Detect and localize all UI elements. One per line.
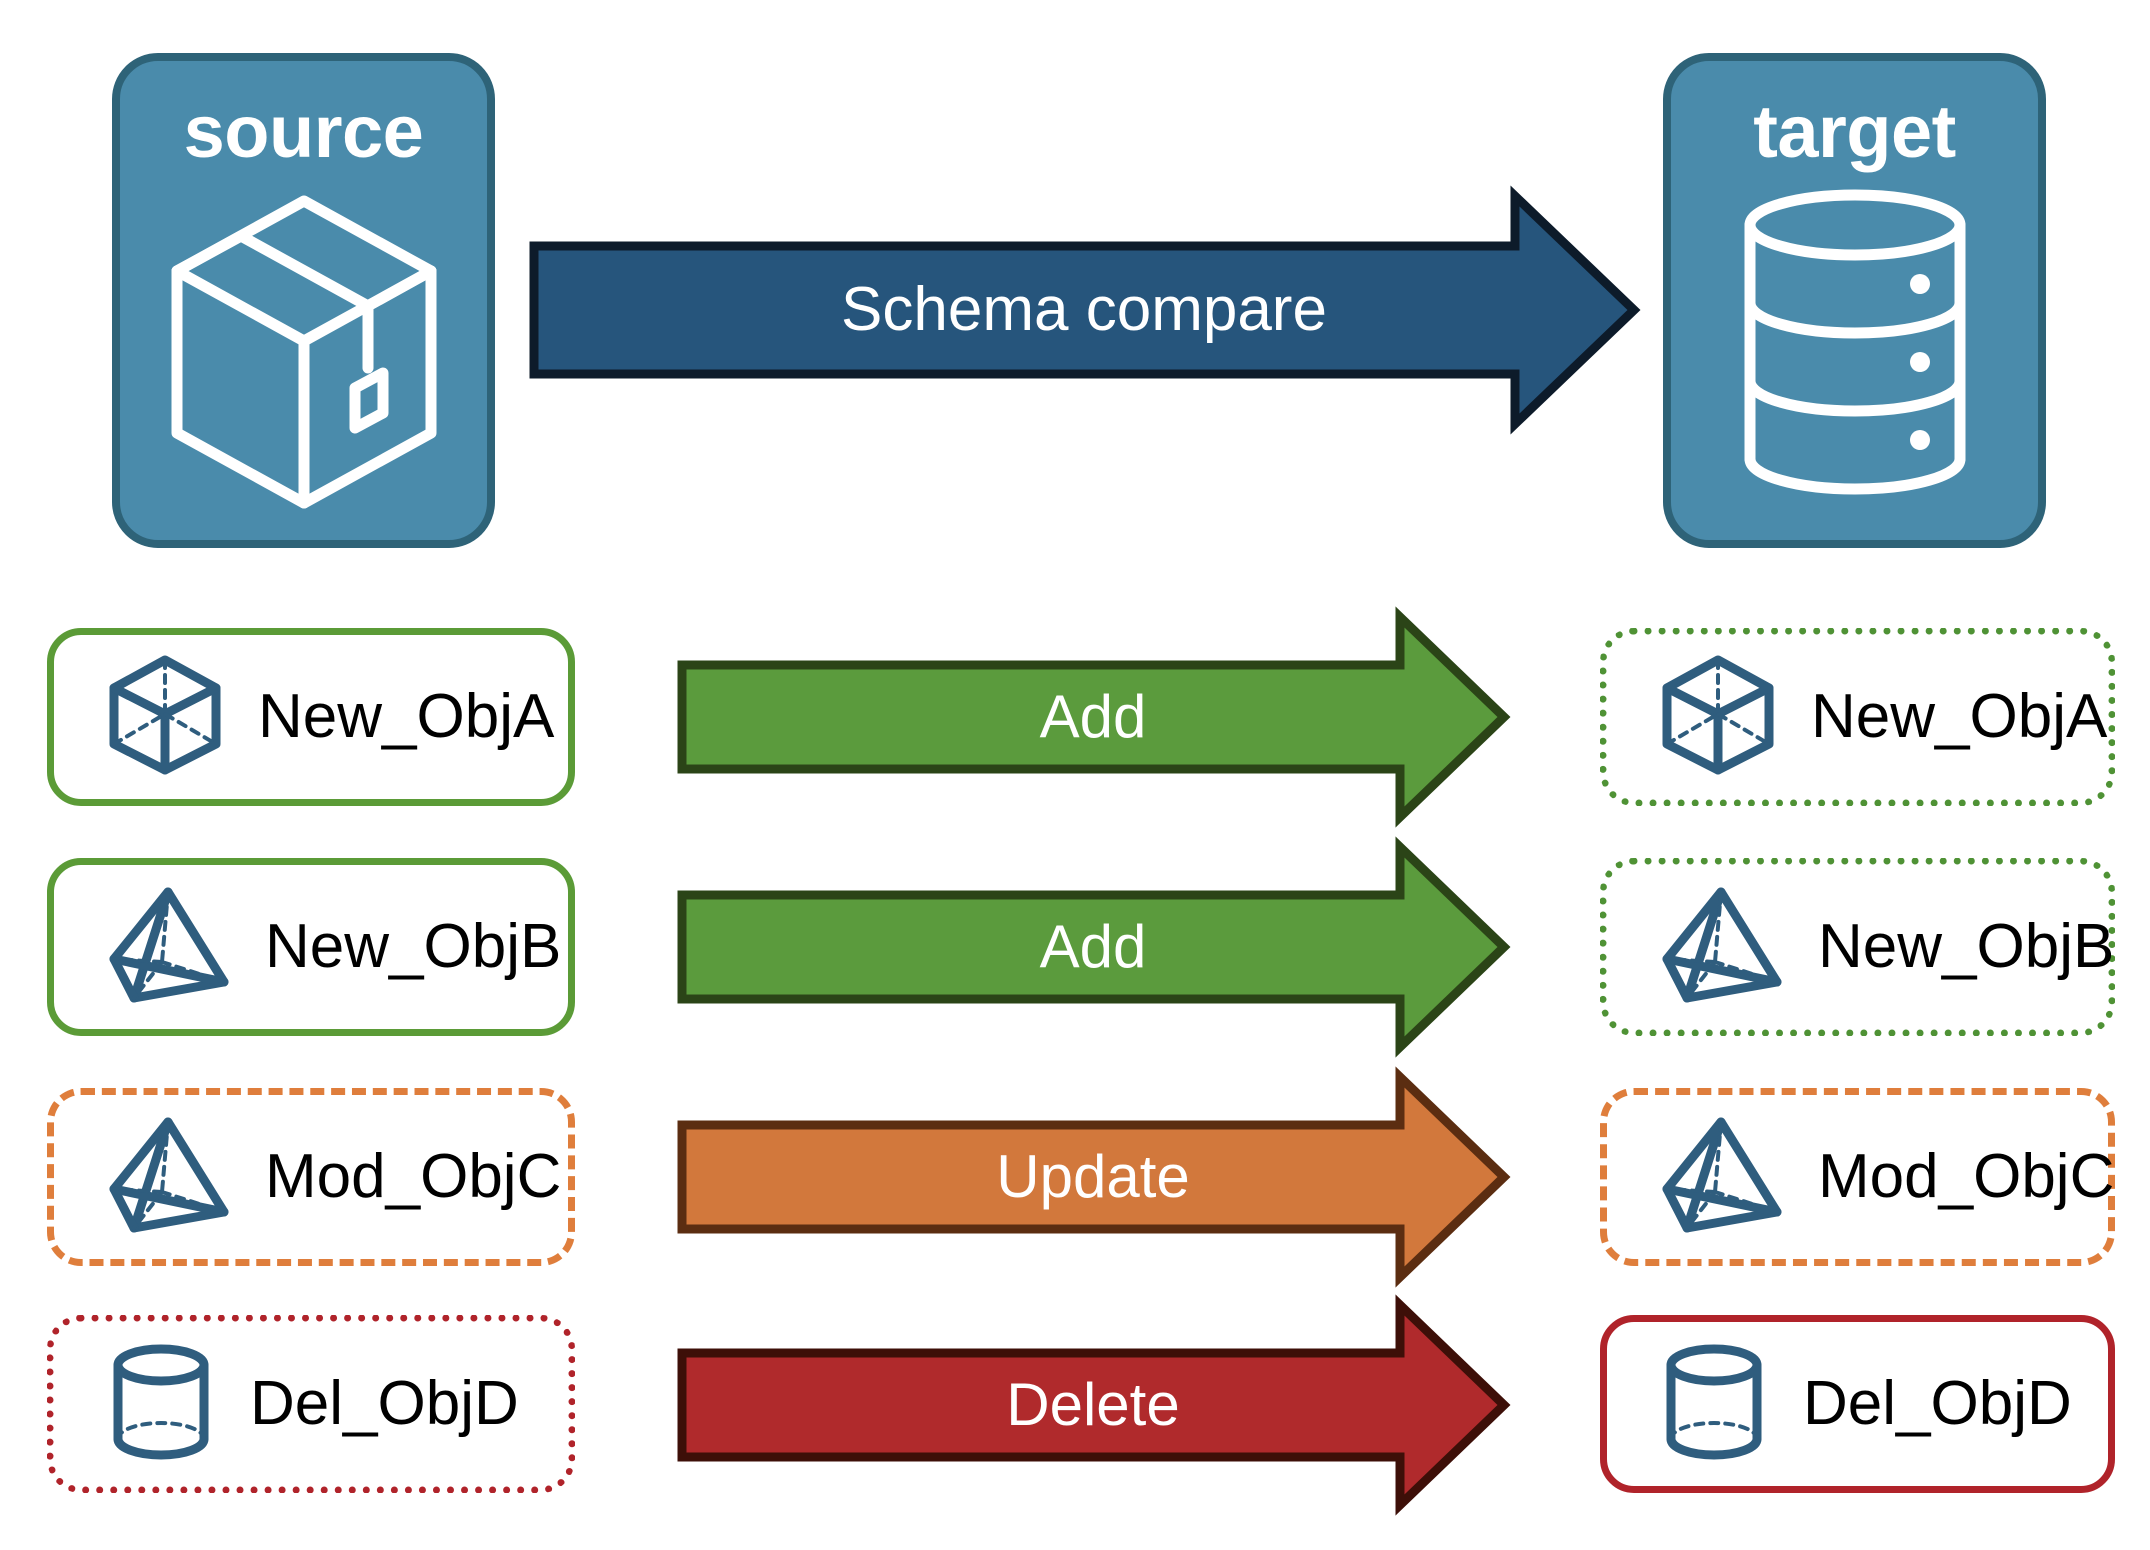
target-object-label: Mod_ObjC	[1818, 1142, 2115, 1211]
target-object-box[interactable]: Del_ObjD	[1600, 1315, 2115, 1493]
endpoint-title-target: target	[1753, 90, 1956, 173]
target-object-label: Del_ObjD	[1803, 1369, 2072, 1438]
cube-wireframe-icon	[1659, 654, 1777, 781]
database-cylinder-icon	[1730, 187, 1980, 502]
target-object-label: New_ObjB	[1818, 912, 2115, 981]
source-object-label: New_ObjB	[265, 912, 562, 981]
pyramid-wireframe-icon	[1659, 884, 1784, 1011]
action-arrow-delete[interactable]: Delete	[677, 1294, 1511, 1516]
target-object-box[interactable]: Mod_ObjC	[1600, 1088, 2115, 1266]
target-object-box[interactable]: New_ObjB	[1600, 858, 2115, 1036]
endpoint-title-source: source	[183, 90, 424, 173]
pyramid-wireframe-icon	[1659, 1114, 1784, 1241]
pyramid-wireframe-icon	[106, 884, 231, 1011]
schema-compare-arrow[interactable]: Schema compare	[529, 185, 1641, 435]
source-object-box[interactable]: New_ObjB	[47, 858, 575, 1036]
source-object-box[interactable]: Del_ObjD	[47, 1315, 575, 1493]
cylinder-wireframe-icon	[106, 1341, 216, 1468]
target-object-box[interactable]: New_ObjA	[1600, 628, 2115, 806]
action-arrow-add-1[interactable]: Add	[677, 606, 1511, 828]
target-object-label: New_ObjA	[1811, 682, 2108, 751]
package-box-icon	[159, 187, 449, 522]
source-object-label: New_ObjA	[258, 682, 555, 751]
endpoint-card-source[interactable]: source	[112, 53, 495, 548]
action-arrow-update[interactable]: Update	[677, 1066, 1511, 1288]
cylinder-wireframe-icon	[1659, 1341, 1769, 1468]
source-object-label: Mod_ObjC	[265, 1142, 562, 1211]
endpoint-card-target[interactable]: target	[1663, 53, 2046, 548]
action-arrow-add-2[interactable]: Add	[677, 836, 1511, 1058]
pyramid-wireframe-icon	[106, 1114, 231, 1241]
source-object-box[interactable]: New_ObjA	[47, 628, 575, 806]
source-object-label: Del_ObjD	[250, 1369, 519, 1438]
cube-wireframe-icon	[106, 654, 224, 781]
source-object-box[interactable]: Mod_ObjC	[47, 1088, 575, 1266]
